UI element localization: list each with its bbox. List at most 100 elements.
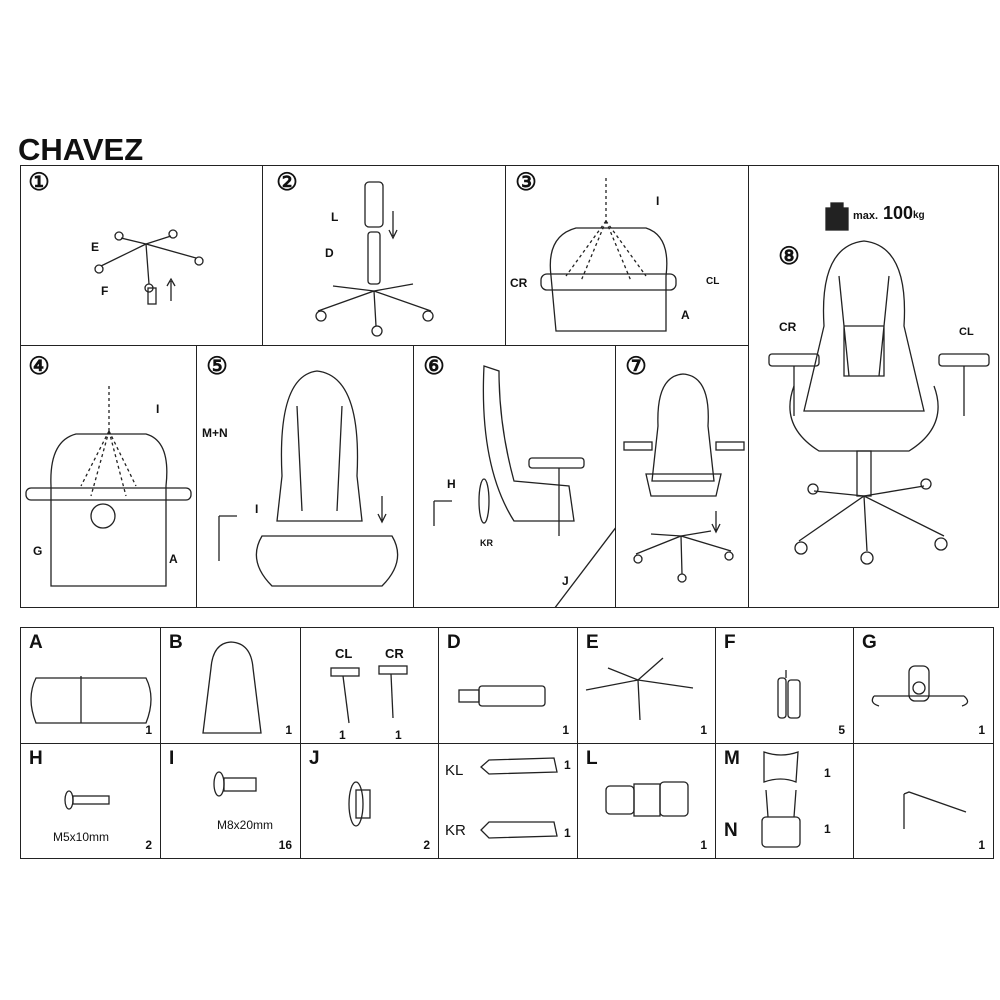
label-E: E	[91, 240, 100, 254]
step-3-panel: ③ I CR CL A	[505, 165, 749, 346]
cap-illustration	[348, 781, 371, 827]
gas-lift-cover-illustration	[605, 781, 689, 817]
part-spec: M8x20mm	[217, 818, 274, 832]
part-cell-hex-key: 1	[853, 743, 994, 859]
step-2-panel: ② L D	[262, 165, 506, 346]
part-letter: F	[724, 632, 736, 653]
gas-lift-illustration	[458, 685, 546, 707]
label-I: I	[156, 402, 160, 416]
backrest-illustration	[202, 641, 262, 734]
part-letter: J	[309, 748, 320, 769]
max-prefix: max.	[853, 210, 879, 222]
base-assembly-illustration	[94, 229, 204, 305]
label-J: J	[562, 574, 569, 588]
hex-key-icon	[903, 791, 967, 829]
step-4-panel: ④ I G A	[20, 345, 197, 608]
label-CL: CL	[959, 326, 974, 338]
part-letter: I	[169, 748, 175, 769]
part-cell-J: J 2	[300, 743, 439, 859]
part-qty: 2	[145, 838, 152, 852]
part-cell-K: KL 1 KR 1	[438, 743, 578, 859]
part-letter: E	[586, 632, 599, 653]
part-letter: L	[586, 748, 598, 769]
part-letter-M: M	[724, 748, 740, 769]
part-qty: 1	[285, 723, 292, 737]
max-load-value: 100	[883, 203, 914, 223]
step-6-panel: ⑥ H KR J	[413, 345, 616, 608]
bolt-m8-illustration	[213, 771, 257, 797]
screw-m5-illustration	[64, 790, 110, 810]
label-D: D	[325, 246, 334, 260]
part-cell-G: G 1	[853, 627, 994, 744]
part-qty: 5	[838, 723, 845, 737]
step-number: ⑤	[206, 353, 228, 380]
part-label-CR: CR	[385, 646, 404, 661]
side-covers-illustration	[480, 757, 558, 839]
part-cell-I: I M8x20mm 16	[160, 743, 301, 859]
step-number: ⑥	[423, 353, 445, 380]
step-number: ①	[28, 169, 50, 196]
part-letter: D	[447, 632, 461, 653]
label-A: A	[681, 308, 690, 322]
part-qty-M: 1	[824, 766, 831, 780]
step-number: ④	[28, 353, 50, 380]
part-letter: B	[169, 632, 183, 653]
label-H: H	[447, 477, 456, 491]
part-qty-KR: 1	[564, 826, 571, 840]
armrests-illustration	[330, 665, 408, 724]
part-qty: 1	[978, 723, 985, 737]
part-letter: A	[29, 632, 43, 653]
part-label-KL: KL	[445, 762, 464, 779]
label-G: G	[33, 544, 43, 558]
mechanism-bolt-illustration	[25, 386, 192, 587]
label-I: I	[255, 502, 259, 516]
label-L: L	[331, 210, 339, 224]
gas-lift-illustration	[315, 181, 434, 337]
step-number: ③	[515, 169, 537, 196]
part-spec: M5x10mm	[53, 830, 110, 844]
part-qty-CL: 1	[339, 728, 346, 742]
max-load-unit: kg	[913, 210, 925, 221]
part-qty: 1	[145, 723, 152, 737]
product-title: CHAVEZ	[18, 132, 144, 167]
label-CL: CL	[706, 276, 720, 287]
label-I: I	[656, 194, 660, 208]
pillows-illustration	[761, 751, 801, 848]
part-qty: 1	[562, 723, 569, 737]
step-number: ⑧	[778, 243, 800, 270]
part-label-KR: KR	[445, 822, 466, 839]
label-M-N: M+N	[202, 426, 228, 440]
part-qty: 16	[278, 838, 292, 852]
part-cell-E: E 1	[577, 627, 716, 744]
part-cell-armrests: CL CR 1 1	[300, 627, 439, 744]
backrest-attach-illustration	[218, 370, 399, 587]
label-F: F	[101, 284, 109, 298]
side-cover-illustration	[433, 365, 615, 607]
part-qty-N: 1	[824, 822, 831, 836]
label-KR: KR	[480, 538, 493, 548]
step-8-panel: max. 100 kg ⑧ CR CL	[748, 165, 999, 608]
part-letter: G	[862, 632, 877, 653]
step-number: ⑦	[625, 353, 647, 380]
part-letter-N: N	[724, 820, 738, 841]
part-qty: 1	[978, 838, 985, 852]
mechanism-attach-illustration	[540, 178, 677, 332]
part-qty: 1	[700, 838, 707, 852]
chair-on-base-illustration	[623, 373, 745, 583]
part-cell-H: H M5x10mm 2	[20, 743, 161, 859]
finished-chair-illustration	[768, 202, 990, 565]
part-qty: 1	[700, 723, 707, 737]
step-number: ②	[276, 169, 298, 196]
step-5-panel: ⑤ M+N I	[196, 345, 414, 608]
part-qty-CR: 1	[395, 728, 402, 742]
seat-illustration	[30, 676, 152, 724]
part-cell-D: D 1	[438, 627, 578, 744]
part-cell-L: L 1	[577, 743, 716, 859]
caster-illustration	[777, 670, 801, 719]
part-letter: H	[29, 748, 43, 769]
part-qty-KL: 1	[564, 758, 571, 772]
step-1-panel: ① E F	[20, 165, 263, 346]
part-cell-B: B 1	[160, 627, 301, 744]
part-label-CL: CL	[335, 646, 353, 661]
label-CR: CR	[779, 320, 797, 334]
